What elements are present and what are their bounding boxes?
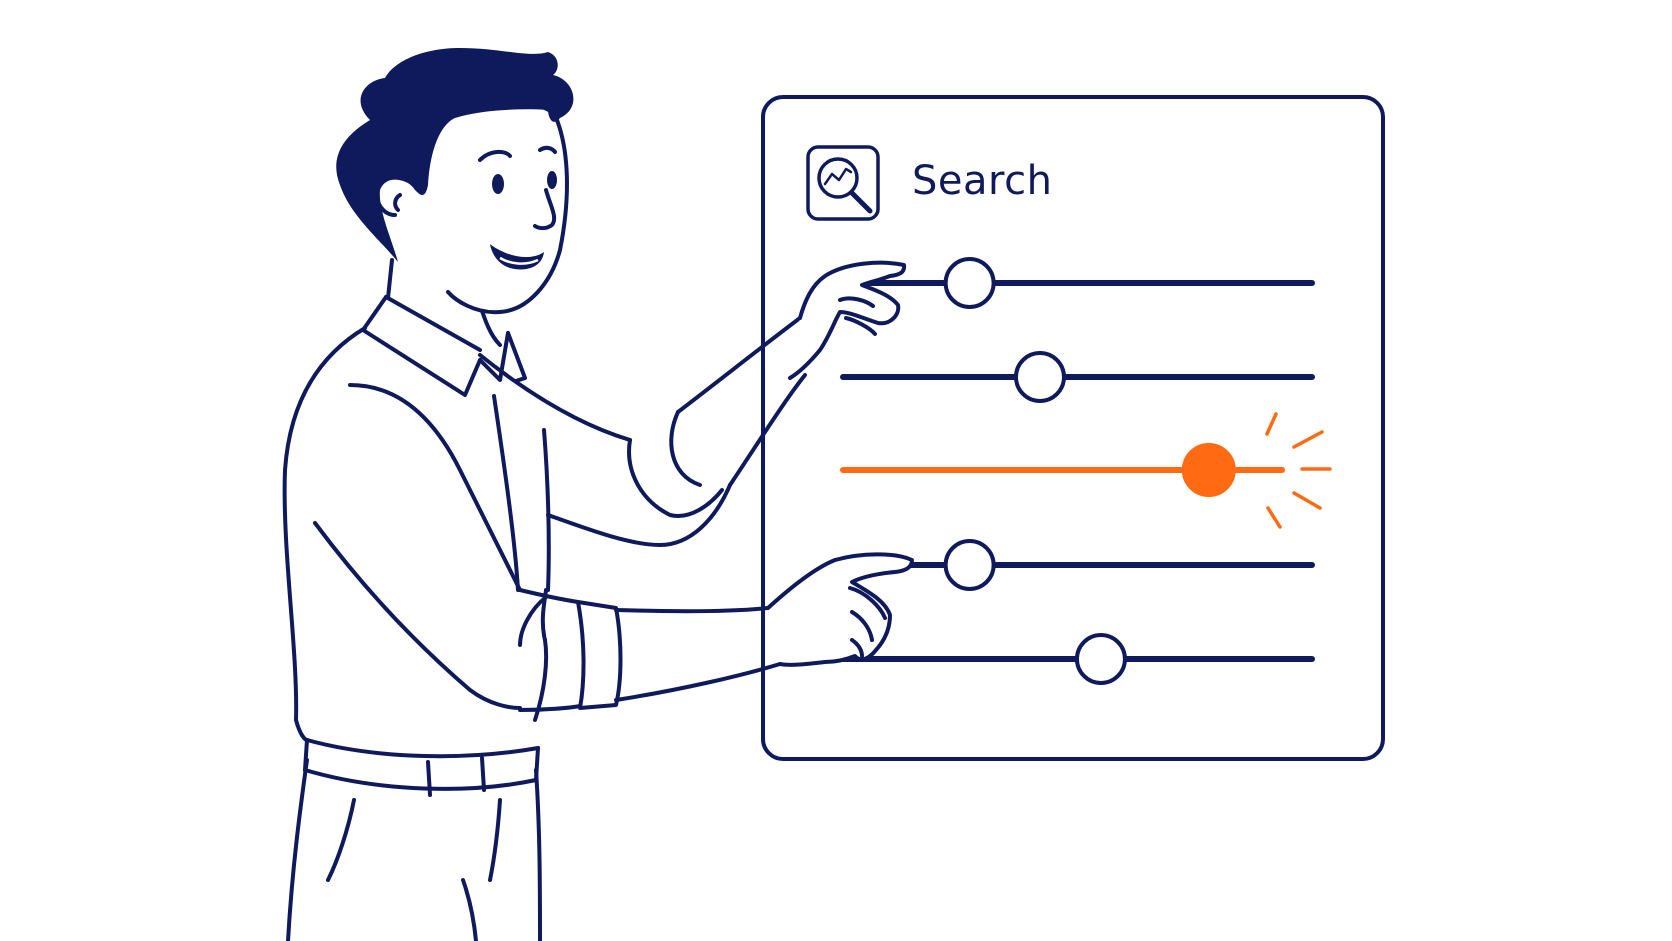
- slider-3[interactable]: [840, 443, 1285, 497]
- slider-3-handle[interactable]: [1181, 443, 1236, 497]
- slider-4[interactable]: [840, 539, 1315, 591]
- settings-panel: [761, 95, 1385, 761]
- person-figure: [282, 48, 914, 941]
- search-trend-icon[interactable]: [806, 145, 880, 221]
- slider-4-handle[interactable]: [943, 539, 996, 591]
- slider-2[interactable]: [840, 351, 1315, 403]
- sliders-group: [840, 257, 1315, 685]
- slider-2-handle[interactable]: [1013, 351, 1066, 403]
- slider-5-handle[interactable]: [1074, 633, 1127, 685]
- highlight-sparks: [1265, 412, 1332, 529]
- slider-1[interactable]: [840, 257, 1315, 309]
- slider-5[interactable]: [840, 633, 1315, 685]
- slider-1-handle[interactable]: [943, 257, 996, 309]
- panel-title: Search: [912, 158, 1053, 204]
